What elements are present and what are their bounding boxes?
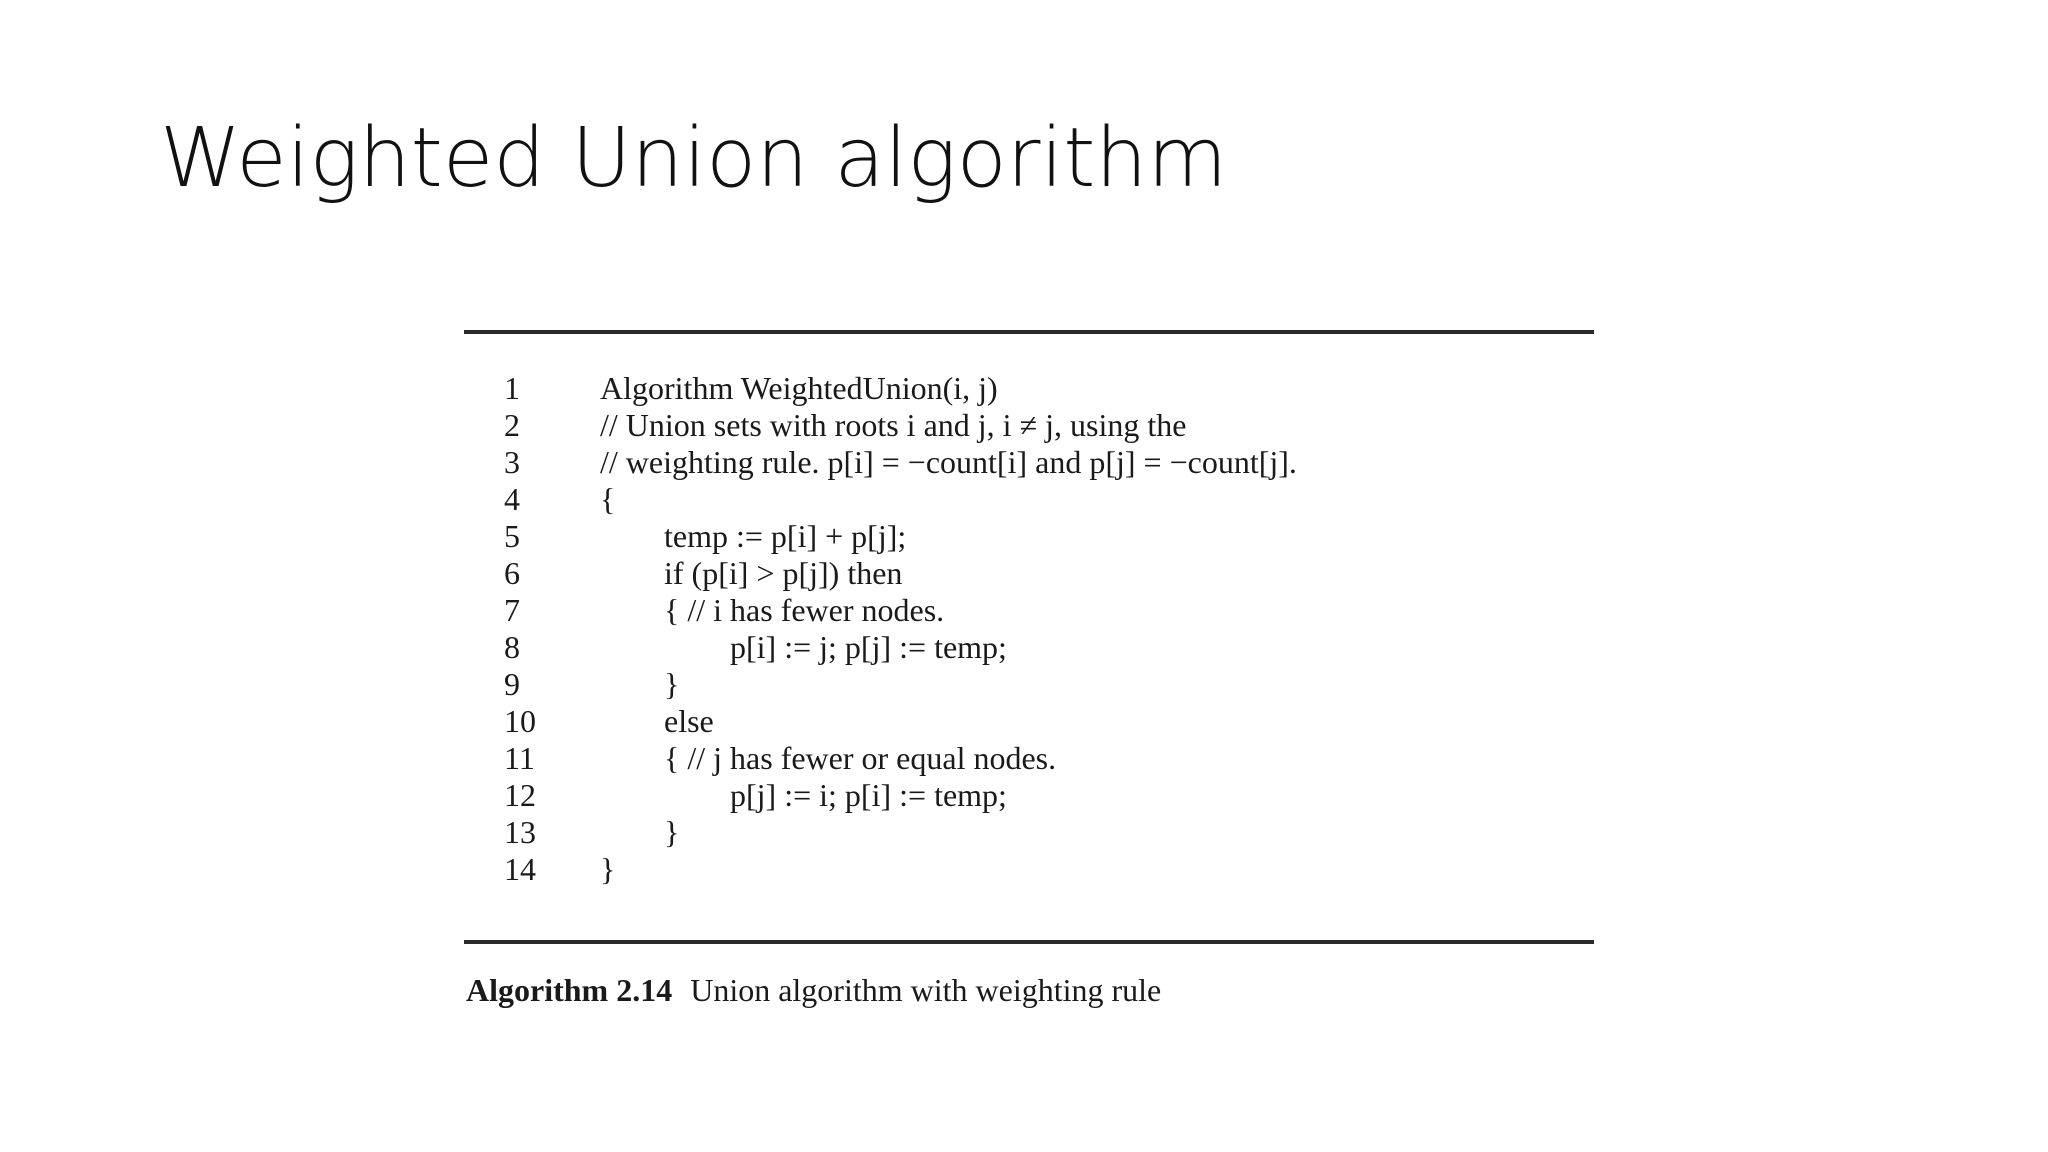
code-line-6: 6 if (p[i] > p[j]) then bbox=[440, 555, 1622, 592]
line-text: { // j has fewer or equal nodes. bbox=[664, 740, 1057, 776]
line-text: } bbox=[600, 851, 616, 887]
line-text: else bbox=[664, 703, 714, 739]
caption-label: Algorithm 2.14 bbox=[466, 972, 673, 1008]
line-number: 5 bbox=[504, 518, 520, 554]
line-number: 7 bbox=[504, 592, 520, 628]
line-text: if (p[i] > p[j]) then bbox=[664, 555, 903, 591]
code-line-11: 11 { // j has fewer or equal nodes. bbox=[440, 740, 1622, 777]
code-line-8: 8 p[i] := j; p[j] := temp; bbox=[440, 629, 1622, 666]
line-text: } bbox=[664, 814, 680, 850]
line-text: { // i has fewer nodes. bbox=[664, 592, 945, 628]
code-line-14: 14 } bbox=[440, 851, 1622, 888]
line-number: 6 bbox=[504, 555, 520, 591]
slide-title: Weighted Union algorithm bbox=[160, 111, 1228, 206]
line-text: // weighting rule. p[i] = −count[i] and … bbox=[600, 444, 1297, 480]
line-text: temp := p[i] + p[j]; bbox=[664, 518, 907, 554]
figure-caption: Algorithm 2.14 Union algorithm with weigh… bbox=[466, 970, 1161, 1010]
algorithm-figure: 1 Algorithm WeightedUnion(i, j) 2 // Uni… bbox=[440, 318, 1622, 1056]
line-number: 8 bbox=[504, 629, 520, 665]
code-line-4: 4 { bbox=[440, 481, 1622, 518]
code-line-5: 5 temp := p[i] + p[j]; bbox=[440, 518, 1622, 555]
code-line-1: 1 Algorithm WeightedUnion(i, j) bbox=[440, 370, 1622, 407]
algorithm-listing: 1 Algorithm WeightedUnion(i, j) 2 // Uni… bbox=[440, 370, 1622, 890]
line-text: p[j] := i; p[i] := temp; bbox=[730, 777, 1007, 813]
line-text: p[i] := j; p[j] := temp; bbox=[730, 629, 1007, 665]
line-number: 9 bbox=[504, 666, 520, 702]
code-line-3: 3 // weighting rule. p[i] = −count[i] an… bbox=[440, 444, 1622, 481]
code-line-2: 2 // Union sets with roots i and j, i ≠ … bbox=[440, 407, 1622, 444]
line-number: 1 bbox=[504, 370, 520, 406]
code-line-12: 12 p[j] := i; p[i] := temp; bbox=[440, 777, 1622, 814]
line-text: } bbox=[664, 666, 680, 702]
line-number: 3 bbox=[504, 444, 520, 480]
line-text: { bbox=[600, 481, 616, 517]
code-line-10: 10 else bbox=[440, 703, 1622, 740]
line-number: 14 bbox=[504, 851, 536, 887]
code-line-9: 9 } bbox=[440, 666, 1622, 703]
line-text: // Union sets with roots i and j, i ≠ j,… bbox=[600, 407, 1187, 443]
code-line-13: 13 } bbox=[440, 814, 1622, 851]
bottom-rule bbox=[464, 940, 1594, 944]
line-number: 10 bbox=[504, 703, 536, 739]
line-number: 12 bbox=[504, 777, 536, 813]
caption-text: Union algorithm with weighting rule bbox=[690, 972, 1162, 1008]
code-line-7: 7 { // i has fewer nodes. bbox=[440, 592, 1622, 629]
line-number: 4 bbox=[504, 481, 520, 517]
line-text: Algorithm WeightedUnion(i, j) bbox=[600, 370, 998, 406]
top-rule bbox=[464, 330, 1594, 334]
line-number: 2 bbox=[504, 407, 520, 443]
line-number: 11 bbox=[504, 740, 535, 776]
line-number: 13 bbox=[504, 814, 536, 850]
